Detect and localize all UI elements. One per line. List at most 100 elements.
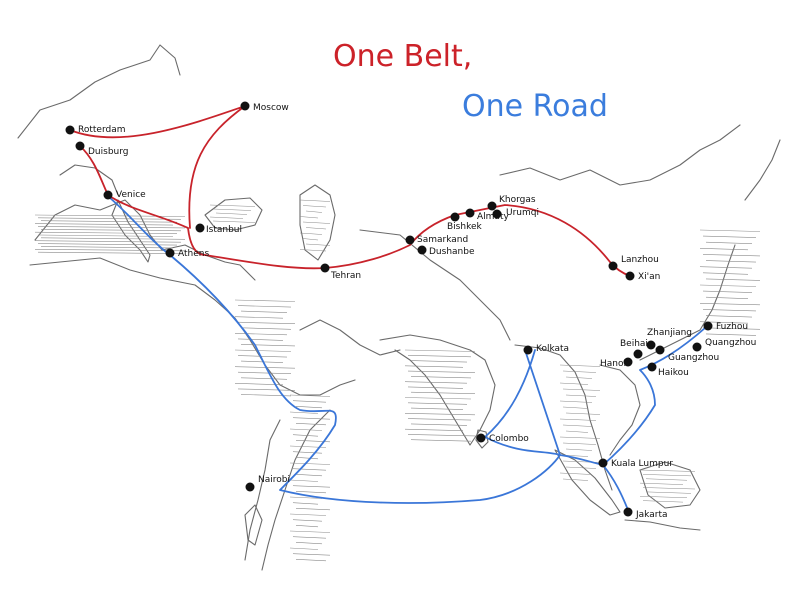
hatch-line <box>410 360 468 363</box>
hatch-line <box>37 251 182 254</box>
city-dot-khorgas <box>487 201 497 211</box>
city-dot-haikou <box>647 362 657 372</box>
hatch-line <box>645 478 688 481</box>
hatch-line <box>292 434 319 437</box>
hatch-line <box>295 525 319 528</box>
hatch-line <box>240 327 292 330</box>
hatch-line <box>705 278 761 281</box>
city-label-kuala-lumpur: Kuala Lumpur <box>611 459 673 469</box>
city-dot-bishkek <box>450 212 460 222</box>
hatch-line <box>562 406 589 409</box>
hatch-line <box>407 418 472 421</box>
sumatra-coast <box>554 449 621 516</box>
madagascar-coast <box>244 504 263 546</box>
hatch-line <box>289 411 319 414</box>
hatch-line <box>212 208 252 211</box>
city-label-beihai: Beihai <box>620 339 648 349</box>
hatch-line <box>305 243 331 246</box>
hatch-line <box>299 232 323 235</box>
hatch-line <box>559 418 597 421</box>
city-dot-lanzhou <box>608 261 618 271</box>
city-label-haikou: Haikou <box>658 368 689 378</box>
hatch-line <box>209 204 256 207</box>
hatch-line <box>559 472 593 475</box>
hatch-line <box>240 310 288 313</box>
hatch-line <box>40 246 174 249</box>
city-dot-dushanbe <box>417 245 427 255</box>
hatch-line <box>289 462 331 465</box>
one-belt-route <box>69 105 631 277</box>
hatch-line <box>289 394 331 397</box>
hatch-line <box>292 519 323 522</box>
city-dot-nairobi <box>245 482 255 492</box>
north-europe-coast <box>59 164 119 196</box>
hatch-line <box>295 542 323 545</box>
hatch-line <box>404 365 464 368</box>
city-label-quangzhou: Quangzhou <box>705 338 756 348</box>
hatch-line <box>40 228 182 232</box>
hatch-line <box>234 333 288 336</box>
hatch-line <box>559 382 589 385</box>
city-label-rotterdam: Rotterdam <box>78 125 126 135</box>
city-label-khorgas: Khorgas <box>499 195 536 205</box>
hatch-line <box>404 413 476 416</box>
scandinavia-coast <box>17 44 181 139</box>
city-dot-almaty <box>465 208 475 218</box>
hatch-line <box>645 491 692 494</box>
city-label-moscow: Moscow <box>253 103 289 113</box>
city-label-xian: Xi'an <box>638 272 660 282</box>
hatch-line <box>699 229 761 232</box>
hatch-line <box>240 344 296 347</box>
hatch-line <box>702 290 753 293</box>
city-dot-fuzhou <box>703 321 713 331</box>
hatch-line <box>702 254 761 257</box>
hatch-line <box>234 299 296 302</box>
hatch-line <box>407 402 468 405</box>
europe-south-coast <box>34 199 256 281</box>
hatch-line <box>699 248 749 251</box>
hatch-line <box>34 231 178 234</box>
hatch-line <box>37 217 182 220</box>
hatch-line <box>34 214 186 217</box>
indochina-coast <box>599 364 641 456</box>
hatch-line <box>237 305 292 308</box>
hatch-line <box>565 466 597 469</box>
city-dot-colombo <box>476 433 486 443</box>
hatch-line <box>639 469 696 472</box>
caspian-sea <box>299 184 336 261</box>
hatch-line <box>565 376 593 379</box>
central-asia-border <box>359 229 511 341</box>
hatch-line <box>410 376 472 379</box>
hatch-line <box>295 508 331 511</box>
city-label-fuzhou: Fuzhou <box>716 322 748 332</box>
black-sea <box>204 197 263 231</box>
hatch-line <box>289 496 323 499</box>
hatch-line <box>565 448 593 451</box>
hatch-line <box>292 536 327 539</box>
hatch-line <box>37 243 178 246</box>
north-asia-border <box>499 124 741 186</box>
sri-lanka-coast <box>475 429 489 449</box>
hatch-line <box>234 316 284 319</box>
borneo-coast <box>639 461 701 509</box>
city-label-hanoi: Hanoi <box>600 359 626 369</box>
hatch-line <box>34 223 174 226</box>
hatch-line <box>292 417 331 420</box>
hatch-line <box>565 394 597 397</box>
hatch-line <box>240 360 284 363</box>
city-markers: MoscowRotterdamDuisburgVeniceIstanbulAth… <box>65 101 756 520</box>
hatch-line <box>295 559 327 562</box>
hatch-line <box>237 338 284 341</box>
hatch-line <box>34 248 186 252</box>
hatch-line <box>37 226 186 229</box>
hatch-line <box>289 513 327 516</box>
hatch-line <box>562 478 589 481</box>
hatch-line <box>34 240 182 243</box>
city-label-athens: Athens <box>178 249 209 259</box>
hatch-line <box>237 371 292 375</box>
hatch-line <box>702 235 757 238</box>
city-label-dushanbe: Dushanbe <box>429 247 475 257</box>
hatch-line <box>705 260 757 263</box>
hatch-line <box>240 377 288 380</box>
hatch-line <box>209 216 244 219</box>
